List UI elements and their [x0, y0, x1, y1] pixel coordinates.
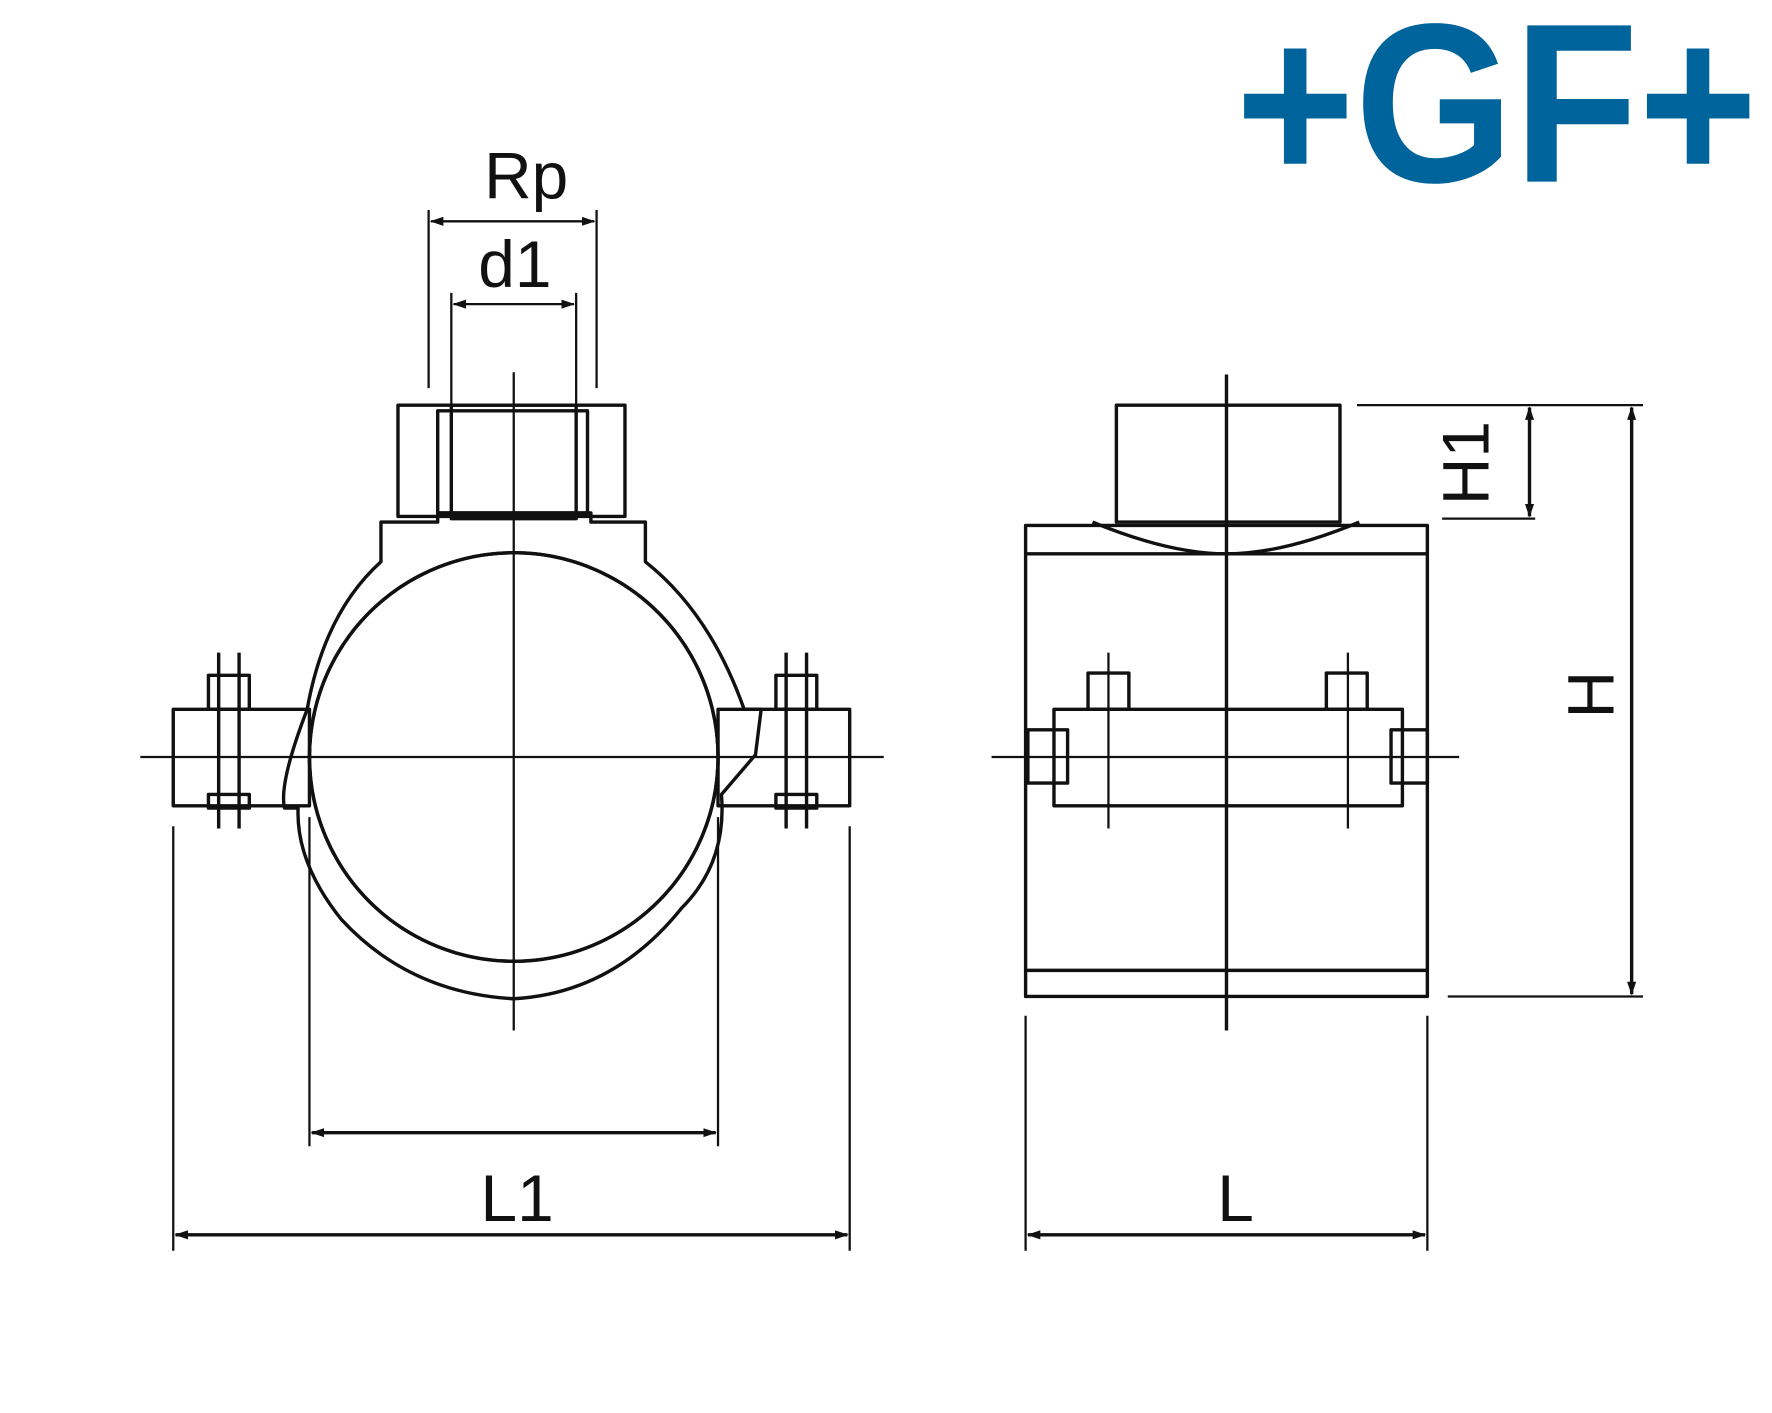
h1-label: H1	[1429, 421, 1503, 505]
gf-logo: +GF+	[1236, 0, 1758, 231]
d1-label: d1	[478, 227, 551, 301]
front-view: Rp d1 L1	[140, 139, 884, 1251]
side-view: H H1 L	[991, 374, 1644, 1251]
rp-label: Rp	[484, 139, 568, 213]
l-label: L	[1217, 1161, 1254, 1235]
right-bolt	[774, 652, 819, 829]
left-bolt	[206, 652, 252, 829]
l1-label: L1	[481, 1161, 554, 1235]
h-label: H	[1553, 671, 1627, 719]
outlet-boss	[396, 403, 627, 519]
left-flange	[171, 707, 312, 808]
logo-text: +GF+	[1236, 0, 1758, 231]
